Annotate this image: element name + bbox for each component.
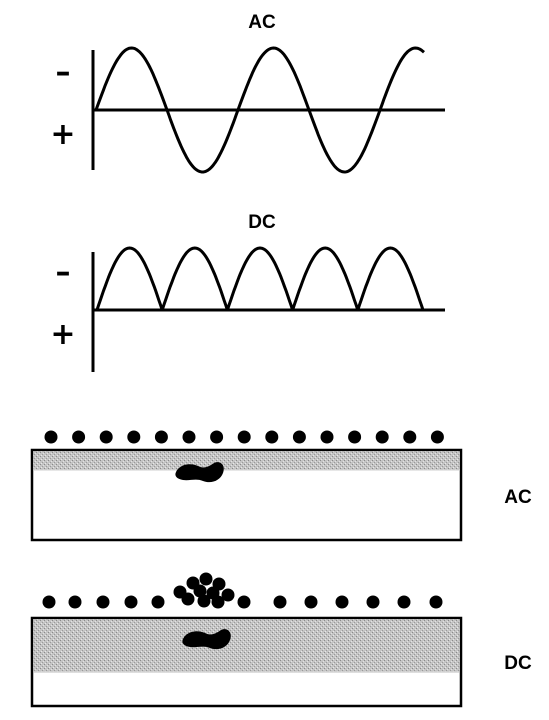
ac-negative-sign: – <box>56 55 71 90</box>
magnetic-particle <box>96 595 110 609</box>
magnetic-particle <box>320 430 334 444</box>
dc-bar-defect <box>182 629 231 650</box>
clustered-magnetic-particle <box>197 594 211 608</box>
ac-waveform-title: AC <box>248 12 276 33</box>
clustered-magnetic-particle <box>181 592 195 606</box>
dc-bar-label: DC <box>504 653 532 674</box>
magnetic-particle <box>127 430 141 444</box>
magnetic-particle <box>265 430 279 444</box>
dc-particle-cluster <box>173 572 235 609</box>
magnetic-particle <box>304 595 318 609</box>
magnetic-particle <box>237 430 251 444</box>
ac-particle-row <box>44 430 444 444</box>
ac-test-bar: AC <box>30 430 532 542</box>
magnetic-particle <box>403 430 417 444</box>
magnetic-particle <box>366 595 380 609</box>
ac-sine-wave <box>94 46 425 174</box>
magnetic-particle <box>375 430 389 444</box>
ac-bar-shaded-layer <box>33 451 460 470</box>
clustered-magnetic-particle <box>193 584 207 598</box>
ac-bar-label: AC <box>504 487 532 508</box>
dc-rectified-wave <box>95 246 425 312</box>
ac-waveform-panel: AC – + <box>50 12 445 174</box>
ac-bar-defect <box>175 462 224 483</box>
clustered-magnetic-particle <box>211 595 225 609</box>
magnetic-particle <box>348 430 362 444</box>
dc-positive-sign: + <box>50 317 75 352</box>
clustered-magnetic-particle <box>199 572 213 586</box>
dc-test-bar: DC <box>30 572 532 708</box>
magnetic-particle <box>292 430 306 444</box>
clustered-magnetic-particle <box>221 588 235 602</box>
magnetic-particle <box>237 595 251 609</box>
magnetic-particle <box>151 595 165 609</box>
magnetic-particle <box>68 595 82 609</box>
dc-waveform-panel: DC – + <box>50 212 445 372</box>
dc-bar-shaded-layer <box>33 619 460 672</box>
magnetic-particle <box>124 595 138 609</box>
magnetic-particle <box>430 430 444 444</box>
dc-waveform-title: DC <box>248 212 276 233</box>
magnetic-particle <box>182 430 196 444</box>
magnetic-particle <box>335 595 349 609</box>
magnetic-particle <box>44 430 58 444</box>
magnetic-particle <box>42 595 56 609</box>
dc-particle-row <box>42 595 443 609</box>
magnetic-particle <box>429 595 443 609</box>
magnetic-particle <box>210 430 224 444</box>
ac-positive-sign: + <box>50 117 75 152</box>
magnetic-particle <box>273 595 287 609</box>
magnetic-particle <box>154 430 168 444</box>
magnetic-particle <box>99 430 113 444</box>
dc-negative-sign: – <box>56 255 71 290</box>
magnetic-particle <box>397 595 411 609</box>
magnetic-particle <box>72 430 86 444</box>
